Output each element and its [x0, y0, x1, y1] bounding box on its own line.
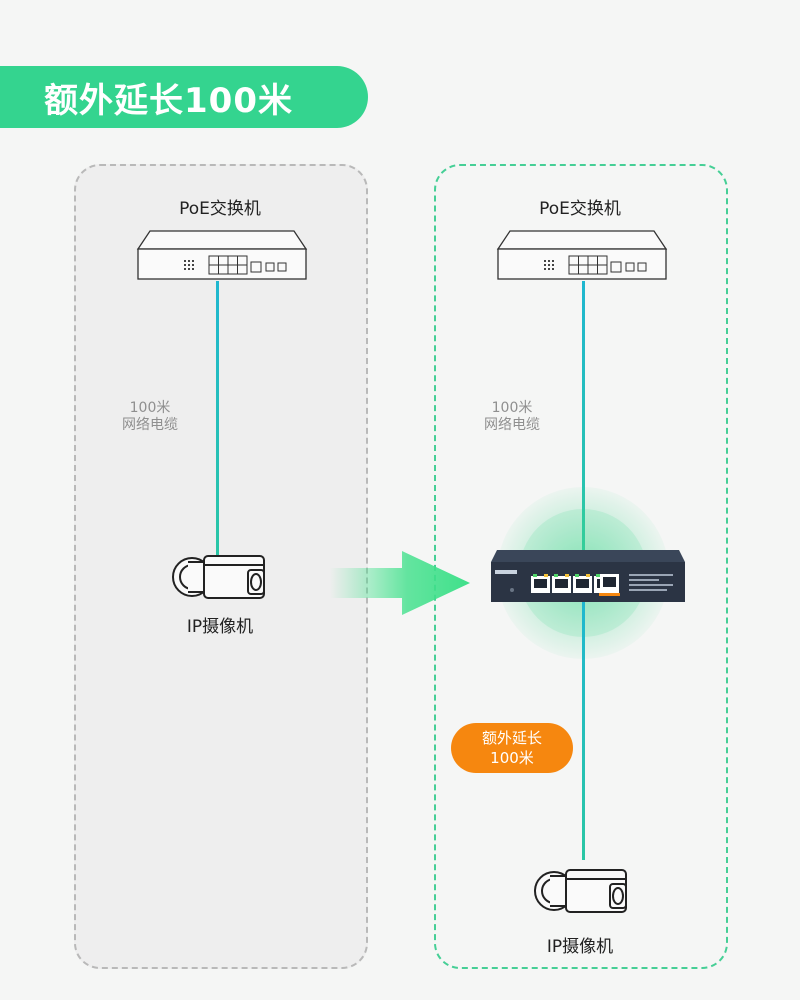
right-cable-label: 100米 网络电缆 [462, 400, 562, 434]
poe-switch-icon [496, 230, 668, 280]
right-switch-title: PoE交换机 [539, 199, 621, 219]
right-cable-length: 100米 [491, 400, 533, 416]
left-cable-label: 100米 网络电缆 [100, 400, 200, 434]
poe-extender-icon [491, 550, 685, 602]
right-cable-line-upper [582, 281, 585, 556]
left-switch-title: PoE交换机 [179, 199, 261, 219]
right-cable-type: 网络电缆 [484, 417, 540, 433]
left-cable-line [216, 281, 219, 566]
left-camera-label: IP摄像机 [186, 617, 254, 637]
badge-line-1: 额外延长 [481, 729, 542, 747]
left-cable-type: 网络电缆 [122, 417, 178, 433]
badge-line-2: 100米 [490, 749, 534, 767]
extension-badge: 额外延长 100米 [451, 723, 573, 773]
headline-text: 额外延长100米 [44, 80, 293, 121]
ip-camera-icon [534, 869, 627, 913]
right-camera-label: IP摄像机 [546, 937, 614, 957]
right-cable-line-lower [582, 600, 585, 860]
arrow-right-icon [330, 551, 470, 615]
right-panel-extended [434, 164, 728, 969]
left-cable-length: 100米 [129, 400, 171, 416]
poe-switch-icon [136, 230, 308, 280]
headline-banner: 额外延长100米 [0, 66, 368, 128]
ip-camera-icon [172, 555, 265, 599]
